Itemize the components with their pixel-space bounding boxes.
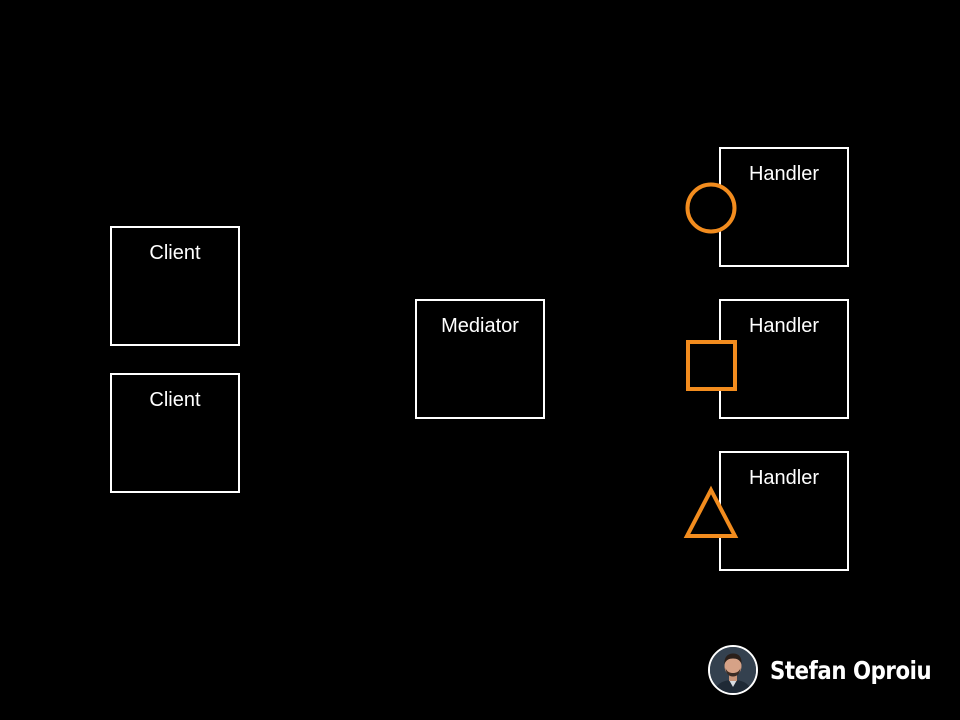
handler-box-2: Handler — [719, 299, 849, 419]
handler-label-2: Handler — [748, 315, 820, 337]
author-name: Stefan Oproiu — [770, 655, 932, 685]
mediator-label: Mediator — [441, 315, 519, 337]
person-icon — [710, 647, 756, 693]
client-box-2: Client — [110, 373, 240, 493]
handler-label-1: Handler — [748, 163, 820, 185]
client-label-2: Client — [149, 389, 201, 411]
mediator-box: Mediator — [415, 299, 545, 419]
author-badge: Stefan Oproiu — [708, 643, 960, 697]
handler-box-1: Handler — [719, 147, 849, 267]
handler-label-3: Handler — [748, 467, 820, 489]
client-label-1: Client — [149, 242, 201, 264]
client-box-1: Client — [110, 226, 240, 346]
avatar — [708, 645, 758, 695]
handler-box-3: Handler — [719, 451, 849, 571]
